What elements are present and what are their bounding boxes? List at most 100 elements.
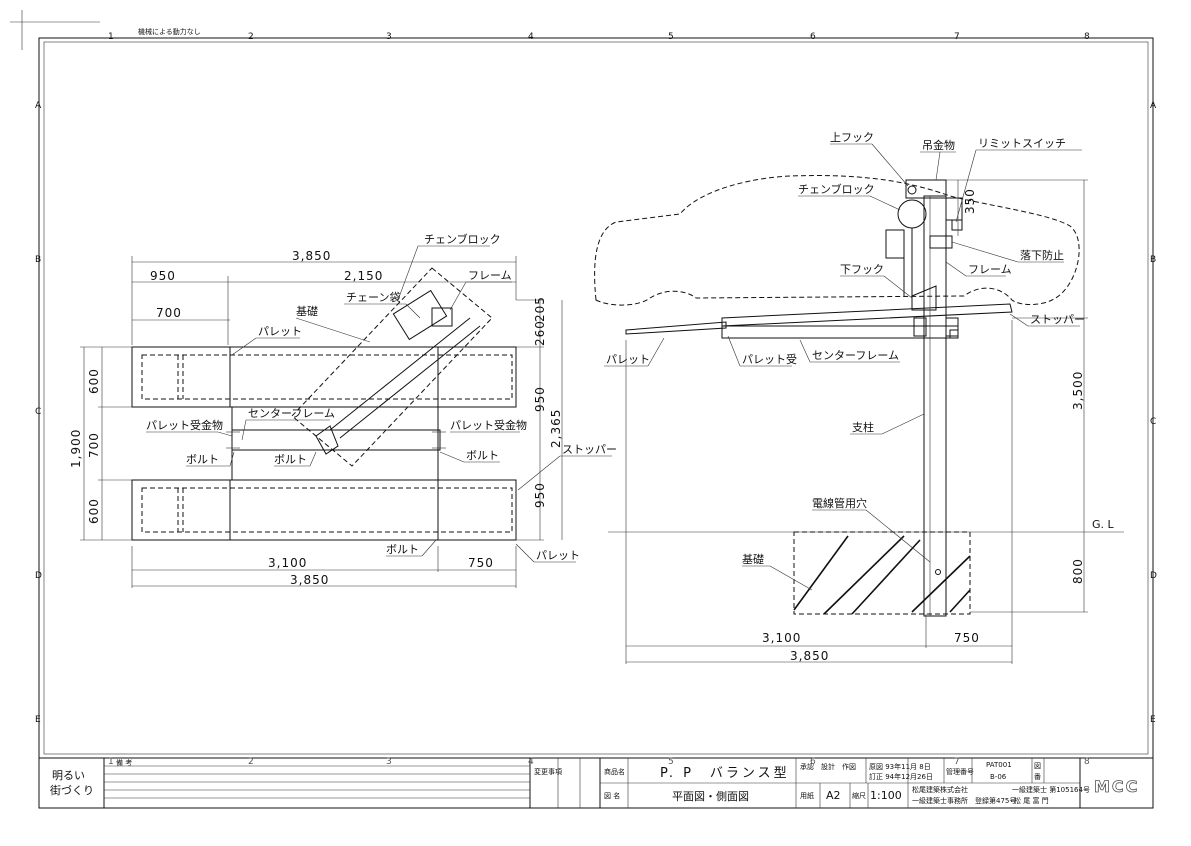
plan-dim-260: 260 bbox=[533, 320, 547, 346]
title-person: 松 尾 富 門 bbox=[1014, 796, 1049, 805]
grid-row-a-right: A bbox=[1150, 101, 1157, 111]
grid-row-a: A bbox=[35, 101, 42, 111]
title-product-label: 商品名 bbox=[604, 767, 625, 776]
plan-dim-205: 205 bbox=[533, 296, 547, 322]
plan-dim-950: 950 bbox=[150, 269, 176, 283]
side-label-post: 支柱 bbox=[852, 420, 874, 434]
title-sheet-label: 用紙 bbox=[800, 791, 814, 800]
title-manage-label: 管理番号 bbox=[946, 767, 974, 776]
side-dim-750: 750 bbox=[954, 631, 980, 645]
side-label-pallet: パレット bbox=[606, 353, 650, 366]
grid-col-6-bottom: 6 bbox=[810, 757, 816, 767]
title-license: 一級建築士事務所 登録第475号 bbox=[912, 796, 1016, 805]
side-foundation-hatch bbox=[793, 535, 971, 615]
grid-row-d: D bbox=[35, 571, 42, 581]
plan-dim-total-top: 3,850 bbox=[292, 249, 331, 263]
plan-bracket bbox=[315, 425, 339, 455]
title-scale: 1:100 bbox=[870, 789, 902, 802]
plan-label-pallet-bracket-right: パレット受金物 bbox=[450, 418, 527, 432]
side-foundation bbox=[793, 531, 971, 615]
grid-col-1-bottom: 1 bbox=[108, 757, 114, 767]
side-dim-800: 800 bbox=[1071, 558, 1085, 584]
side-label-foundation: 基礎 bbox=[742, 553, 764, 566]
title-drawing-label: 図 名 bbox=[604, 791, 620, 800]
grid-row-b-right: B bbox=[1150, 255, 1156, 265]
title-fig-label-2: 番 bbox=[1034, 773, 1041, 781]
plan-label-pallet-top: パレット bbox=[258, 325, 302, 338]
side-label-stopper: ストッパー bbox=[1030, 313, 1085, 326]
grid-col-4: 4 bbox=[528, 32, 534, 42]
title-registration: 一級建築士 第105164号 bbox=[1012, 785, 1090, 794]
side-dim-3100: 3,100 bbox=[762, 631, 801, 645]
side-label-upper-hook: 上フック bbox=[830, 131, 874, 144]
side-upper-hook bbox=[907, 185, 917, 195]
title-drawing-name: 平面図・側面図 bbox=[672, 790, 749, 803]
side-dim-350: 350 bbox=[963, 188, 977, 214]
side-label-chain-block: チェンブロック bbox=[798, 182, 875, 196]
grid-row-c: C bbox=[35, 407, 41, 417]
plan-dim-total-bottom: 3,850 bbox=[290, 573, 329, 587]
plan-pallet-top bbox=[131, 346, 517, 408]
title-sheet-size: A2 bbox=[826, 789, 841, 802]
title-manage-no-2: B-06 bbox=[990, 773, 1007, 781]
side-view: G. L 350 3,500 800 3,100 750 3,850 上フック bbox=[594, 131, 1124, 664]
plan-label-pallet-bottom: パレット bbox=[536, 549, 580, 562]
grid-col-2-bottom: 2 bbox=[248, 757, 254, 767]
grid-col-3-bottom: 3 bbox=[386, 757, 392, 767]
title-slogan-2: 街づくり bbox=[50, 783, 94, 797]
plan-label-pallet-bracket-left: パレット受金物 bbox=[146, 418, 223, 432]
title-manage-no-1: PAT001 bbox=[986, 761, 1012, 769]
title-date-2: 訂正 94年12月26日 bbox=[869, 772, 933, 781]
title-company: 松尾建築株式会社 bbox=[912, 785, 968, 794]
plan-pallet-bottom bbox=[131, 479, 517, 541]
grid-col-4-bottom: 4 bbox=[528, 757, 534, 767]
grid-col-8-bottom: 8 bbox=[1084, 757, 1090, 767]
side-dim-3850: 3,850 bbox=[790, 649, 829, 663]
title-change-label: 変更事項 bbox=[534, 767, 562, 776]
plan-label-stopper: ストッパー bbox=[562, 443, 617, 456]
plan-view: 3,850 950 2,150 700 bbox=[69, 232, 617, 588]
plan-label-center-frame: センターフレーム bbox=[248, 407, 335, 420]
plan-label-bolt-mid: ボルト bbox=[274, 453, 307, 466]
plan-label-chain-bag: チェーン袋 bbox=[346, 290, 400, 304]
grid-col-7-bottom: 7 bbox=[954, 757, 960, 767]
side-label-gl: G. L bbox=[1092, 518, 1115, 531]
title-roles: 承認 設計 作図 bbox=[800, 762, 856, 771]
plan-chain-block bbox=[392, 289, 448, 341]
plan-label-chain-block: チェンブロック bbox=[424, 232, 501, 246]
side-post bbox=[923, 195, 947, 617]
side-limit-switch bbox=[951, 219, 963, 231]
side-pallet-ramp bbox=[625, 321, 727, 335]
grid-col-6: 6 bbox=[810, 32, 816, 42]
header-note: 機械による動力なし bbox=[138, 27, 201, 36]
plan-dim-700: 700 bbox=[156, 306, 182, 320]
plan-label-bolt-left: ボルト bbox=[186, 453, 219, 466]
grid-col-7: 7 bbox=[954, 32, 960, 42]
side-chain-pack bbox=[885, 229, 905, 259]
side-label-conduit-hole: 電線管用穴 bbox=[812, 496, 867, 510]
title-slogan-1: 明るい bbox=[52, 769, 85, 782]
side-label-hanger: 吊金物 bbox=[922, 138, 955, 152]
grid-col-1: 1 bbox=[108, 32, 114, 42]
plan-frame-box bbox=[431, 307, 453, 327]
plan-dim-2365: 2,365 bbox=[549, 409, 563, 448]
grid-col-5: 5 bbox=[668, 32, 674, 42]
title-logo: MCC bbox=[1094, 777, 1139, 796]
plan-dim-950-top: 950 bbox=[533, 386, 547, 412]
grid-col-5-bottom: 5 bbox=[668, 757, 674, 767]
side-label-fall-prevention: 落下防止 bbox=[1020, 248, 1064, 262]
side-label-frame: フレーム bbox=[968, 263, 1012, 276]
side-fall-prevention bbox=[929, 235, 953, 249]
title-fig-label-1: 図 bbox=[1034, 762, 1041, 770]
grid-references: 1 2 3 4 5 6 7 8 A B C D E A B C D E bbox=[35, 32, 1157, 725]
plan-label-frame: フレーム bbox=[468, 269, 512, 282]
side-lower-hook bbox=[911, 285, 937, 311]
side-hanger bbox=[905, 179, 947, 199]
side-label-lower-hook: 下フック bbox=[840, 263, 884, 276]
title-remarks-label: 備 考 bbox=[116, 758, 132, 767]
plan-dim-1900: 1,900 bbox=[69, 429, 83, 468]
side-label-center-frame: センターフレーム bbox=[812, 349, 899, 362]
side-car-outline bbox=[594, 175, 1080, 306]
title-block: 明るい 街づくり 備 考 変更事項 商品名 P. P バランス型 図 名 平面図… bbox=[38, 757, 1154, 809]
